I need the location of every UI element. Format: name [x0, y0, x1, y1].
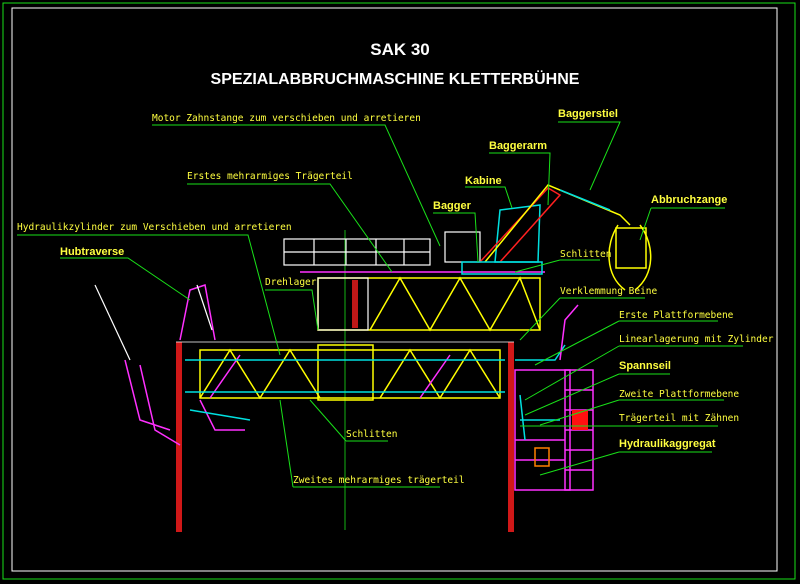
title-line1: SAK 30 — [370, 40, 430, 59]
label-erstes-traegerteil: Erstes mehrarmiges Trägerteil — [187, 171, 353, 182]
labels: Motor Zahnstange zum verschieben und arr… — [17, 108, 774, 486]
label-schlitten-top: Schlitten — [560, 249, 611, 260]
leader-lines — [17, 121, 743, 488]
label-abbruchzange: Abbruchzange — [651, 194, 727, 206]
label-hydraulikzylinder: Hydraulikzylinder zum Verschieben und ar… — [17, 222, 292, 233]
label-schlitten-bottom: Schlitten — [346, 429, 397, 440]
label-zweites-traegerteil: Zweites mehrarmiges trägerteil — [293, 475, 465, 486]
label-motor: Motor Zahnstange zum verschieben und arr… — [152, 113, 421, 124]
left-platform — [94, 284, 251, 446]
label-baggerstiel: Baggerstiel — [558, 108, 618, 120]
label-bagger: Bagger — [433, 200, 472, 212]
label-traegerteil-zaehne: Trägerteil mit Zähnen — [619, 413, 739, 424]
machine-drawing — [94, 184, 652, 532]
left-wall — [176, 342, 182, 532]
excavator — [444, 184, 652, 291]
right-platform — [514, 304, 594, 491]
lower-truss — [185, 344, 505, 401]
label-kabine: Kabine — [465, 175, 502, 187]
label-verklemmung: Verklemmung Beine — [560, 286, 658, 297]
label-zweite-plattform: Zweite Plattformebene — [619, 389, 739, 400]
label-hubtraverse: Hubtraverse — [60, 246, 124, 258]
upper-truss — [300, 271, 545, 332]
label-spannseil: Spannseil — [619, 360, 671, 372]
label-drehlager: Drehlager — [265, 277, 317, 288]
label-linearlagerung: Linearlagerung mit Zylinder — [619, 334, 774, 345]
right-wall — [508, 342, 514, 532]
label-hydraulikaggregat: Hydraulikaggregat — [619, 438, 716, 450]
label-erste-plattform: Erste Plattformebene — [619, 310, 734, 321]
label-baggerarm: Baggerarm — [489, 140, 547, 152]
title-line2: SPEZIALABBRUCHMASCHINE KLETTERBÜHNE — [211, 69, 580, 88]
railing — [283, 238, 431, 266]
